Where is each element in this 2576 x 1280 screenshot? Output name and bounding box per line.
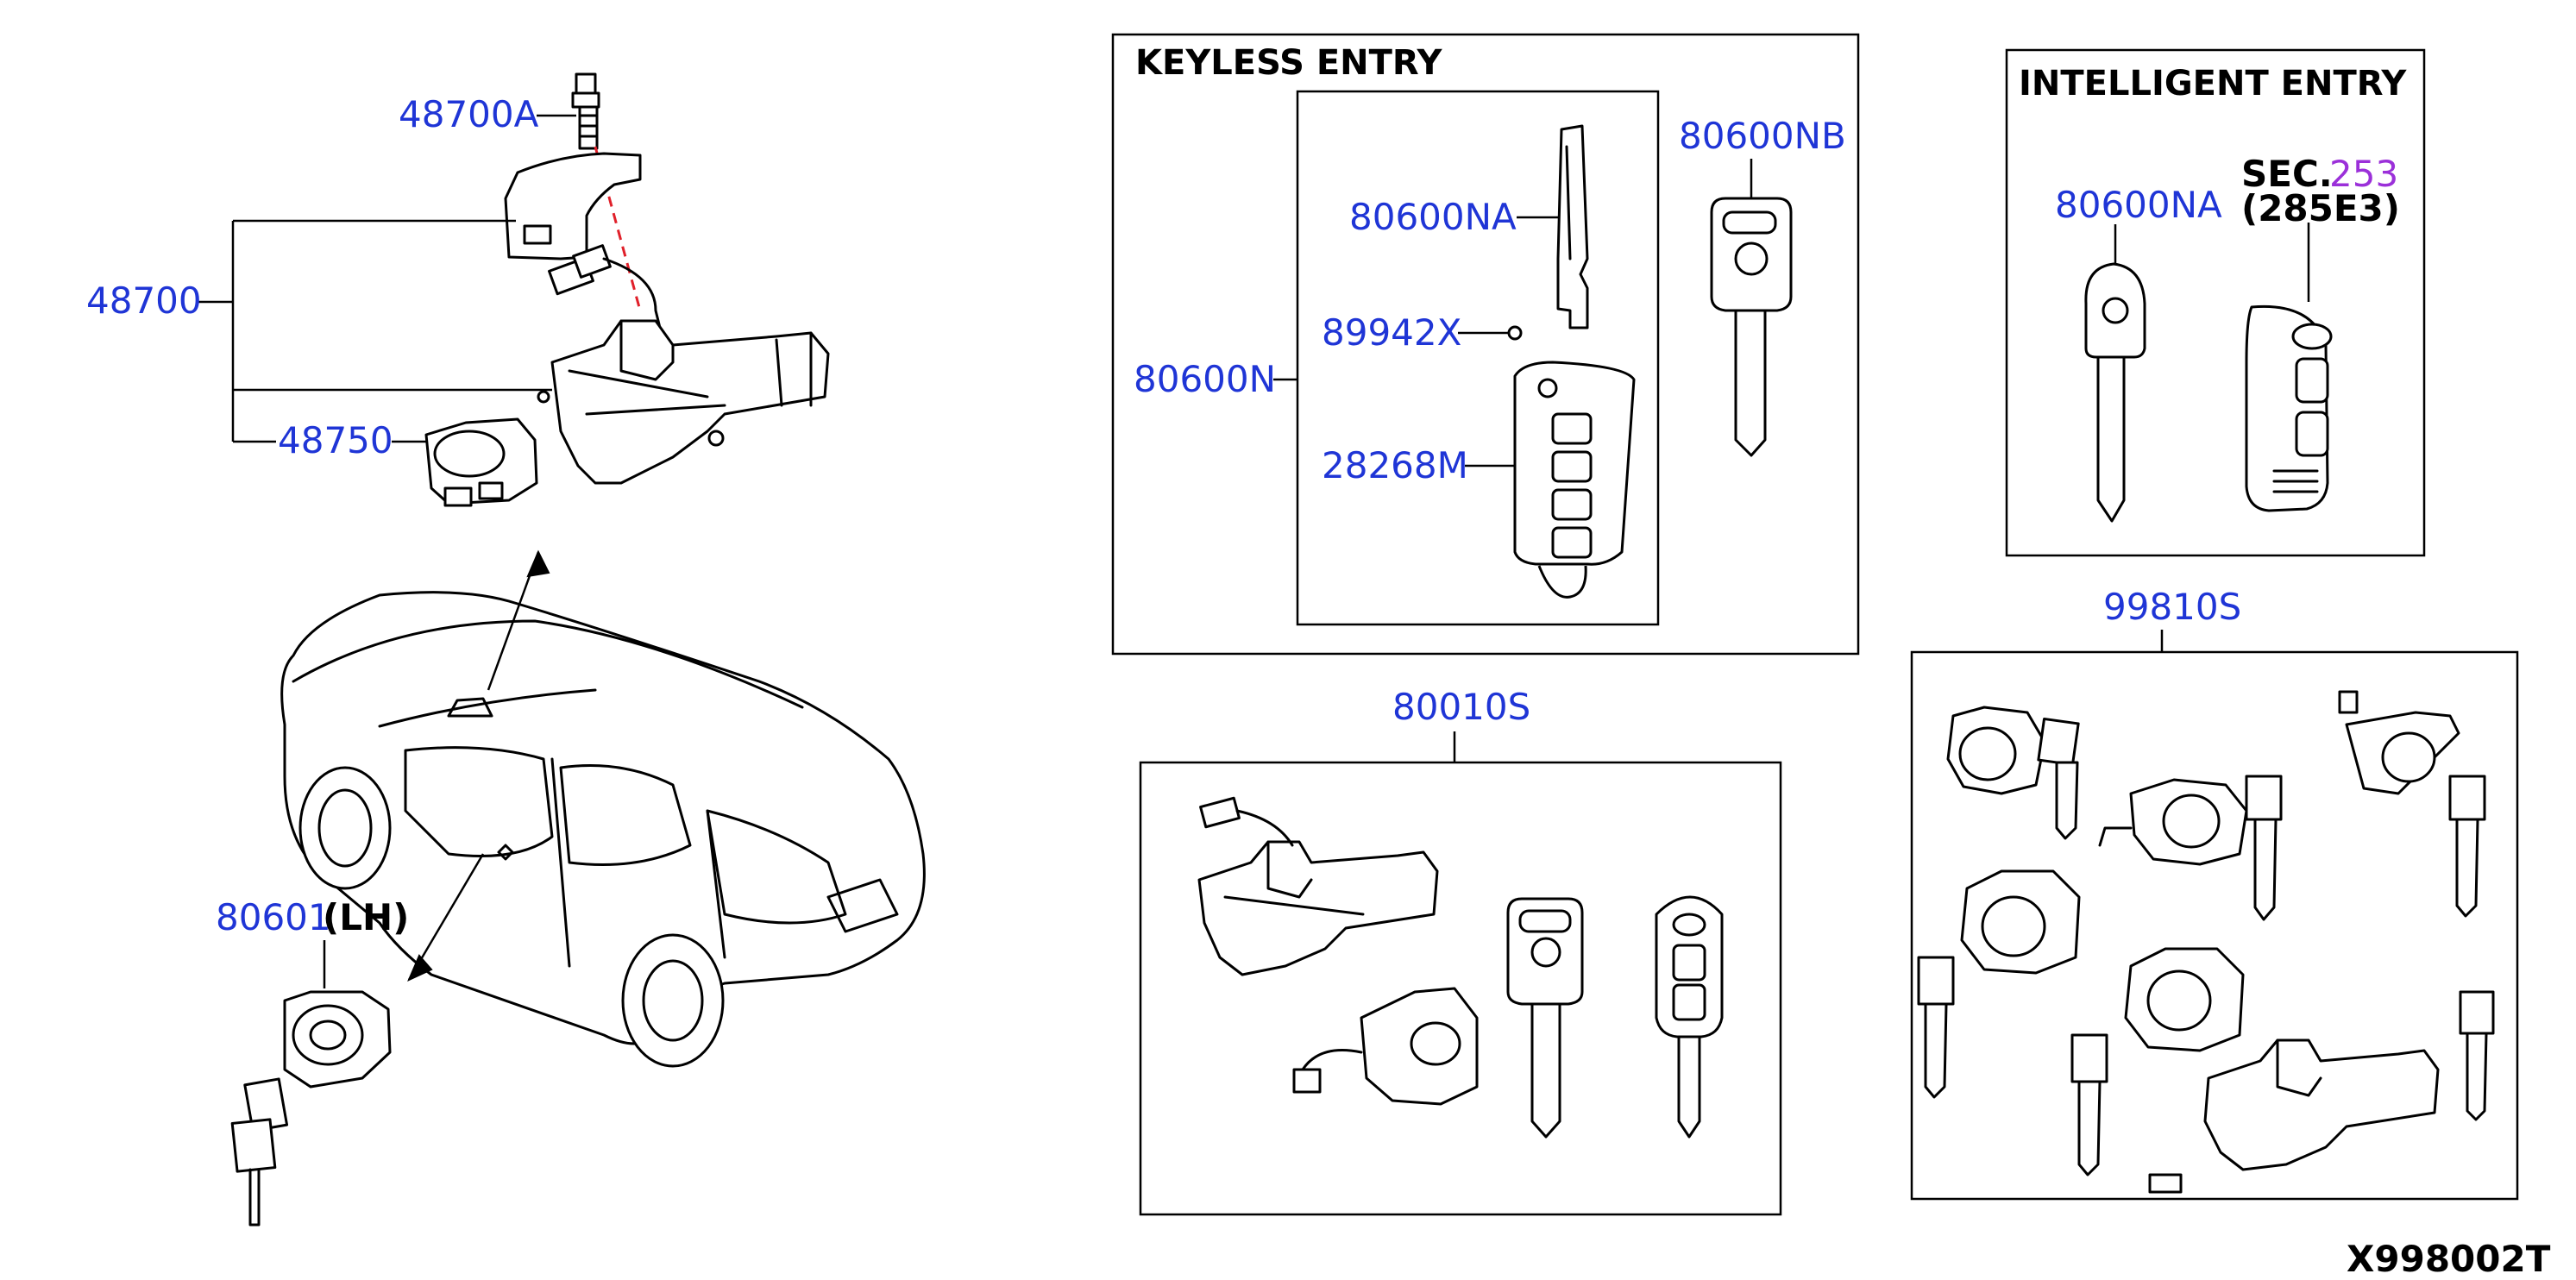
- shroud-icon: [504, 152, 642, 260]
- section-ref-code: (285E3): [2241, 187, 2400, 229]
- part-number-99810S: 99810S: [2103, 586, 2241, 628]
- part-number-80600NA-keyless: 80600NA: [1349, 196, 1517, 238]
- intelligent-entry-section: INTELLIGENT ENTRY 80600NA SEC. 253 (285E…: [2005, 48, 2426, 557]
- kit-99810S-frame: [1910, 650, 2519, 1201]
- diagram-id: X998002T: [2347, 1238, 2551, 1280]
- kit-door-lock-icon: [1946, 706, 2080, 840]
- section-ref-prefix: SEC.: [2241, 153, 2333, 195]
- part-number-28268M: 28268M: [1322, 444, 1468, 486]
- kit-80010S: 80010S: [1139, 686, 1782, 1216]
- keyless-entry-frame: [1111, 33, 1860, 656]
- ignition-assembly: 48700A 48700 48750: [86, 72, 830, 507]
- harness-connector-icon: [548, 244, 664, 340]
- rivet-icon: [1507, 325, 1523, 341]
- kit-door-lock-icon: [2070, 947, 2245, 1176]
- part-number-80010S: 80010S: [1392, 686, 1530, 728]
- kit-99810S: 99810S: [1910, 586, 2519, 1201]
- kit-transponder-key-icon: [1506, 897, 1584, 1139]
- keyless-entry-heading: KEYLESS ENTRY: [1135, 43, 1443, 83]
- emergency-key-icon: [2084, 262, 2146, 523]
- part-number-80600NA-intelligent: 80600NA: [2055, 184, 2222, 226]
- steering-lock-icon: [537, 319, 830, 485]
- flip-key-fob-icon: [1513, 361, 1636, 599]
- keyless-entry-inner-frame: [1296, 90, 1660, 626]
- intelligent-entry-frame: [2005, 48, 2426, 557]
- section-ref-number: 253: [2329, 153, 2398, 195]
- kit-door-lock-icon: [1917, 869, 2081, 1099]
- kit-door-lock-icon: [2098, 775, 2283, 921]
- part-number-48700: 48700: [86, 279, 202, 322]
- kit-80010S-frame: [1139, 761, 1782, 1216]
- part-number-80600NB: 80600NB: [1679, 115, 1846, 157]
- part-number-48700A: 48700A: [399, 93, 539, 135]
- ignition-switch-icon: [424, 417, 538, 507]
- dashed-guide-line: [594, 146, 642, 311]
- kit-steering-lock-icon: [1197, 796, 1439, 976]
- kit-hatch-lock-icon: [2338, 690, 2486, 918]
- side-lh-label: (LH): [323, 896, 409, 938]
- part-number-89942X: 89942X: [1322, 311, 1461, 354]
- kit-ignition-switch-icon: [1292, 987, 1479, 1106]
- part-number-48750: 48750: [278, 419, 393, 461]
- bolt-icon: [571, 72, 600, 150]
- smart-key-fob-icon: [2245, 304, 2333, 512]
- intelligent-entry-heading: INTELLIGENT ENTRY: [2019, 64, 2407, 104]
- part-number-80600N: 80600N: [1134, 358, 1276, 400]
- part-number-80601: 80601: [216, 896, 331, 938]
- kit-steering-lock-icon: [2148, 990, 2495, 1194]
- transponder-key-icon: [1710, 197, 1793, 457]
- kit-smart-key-icon: [1655, 895, 1724, 1139]
- vehicle-illustration: [280, 549, 926, 1068]
- blade-key-icon: [1556, 124, 1589, 329]
- keyless-entry-section: KEYLESS ENTRY: [1111, 33, 1860, 656]
- door-lock-cylinder: 80601 (LH): [216, 896, 409, 1227]
